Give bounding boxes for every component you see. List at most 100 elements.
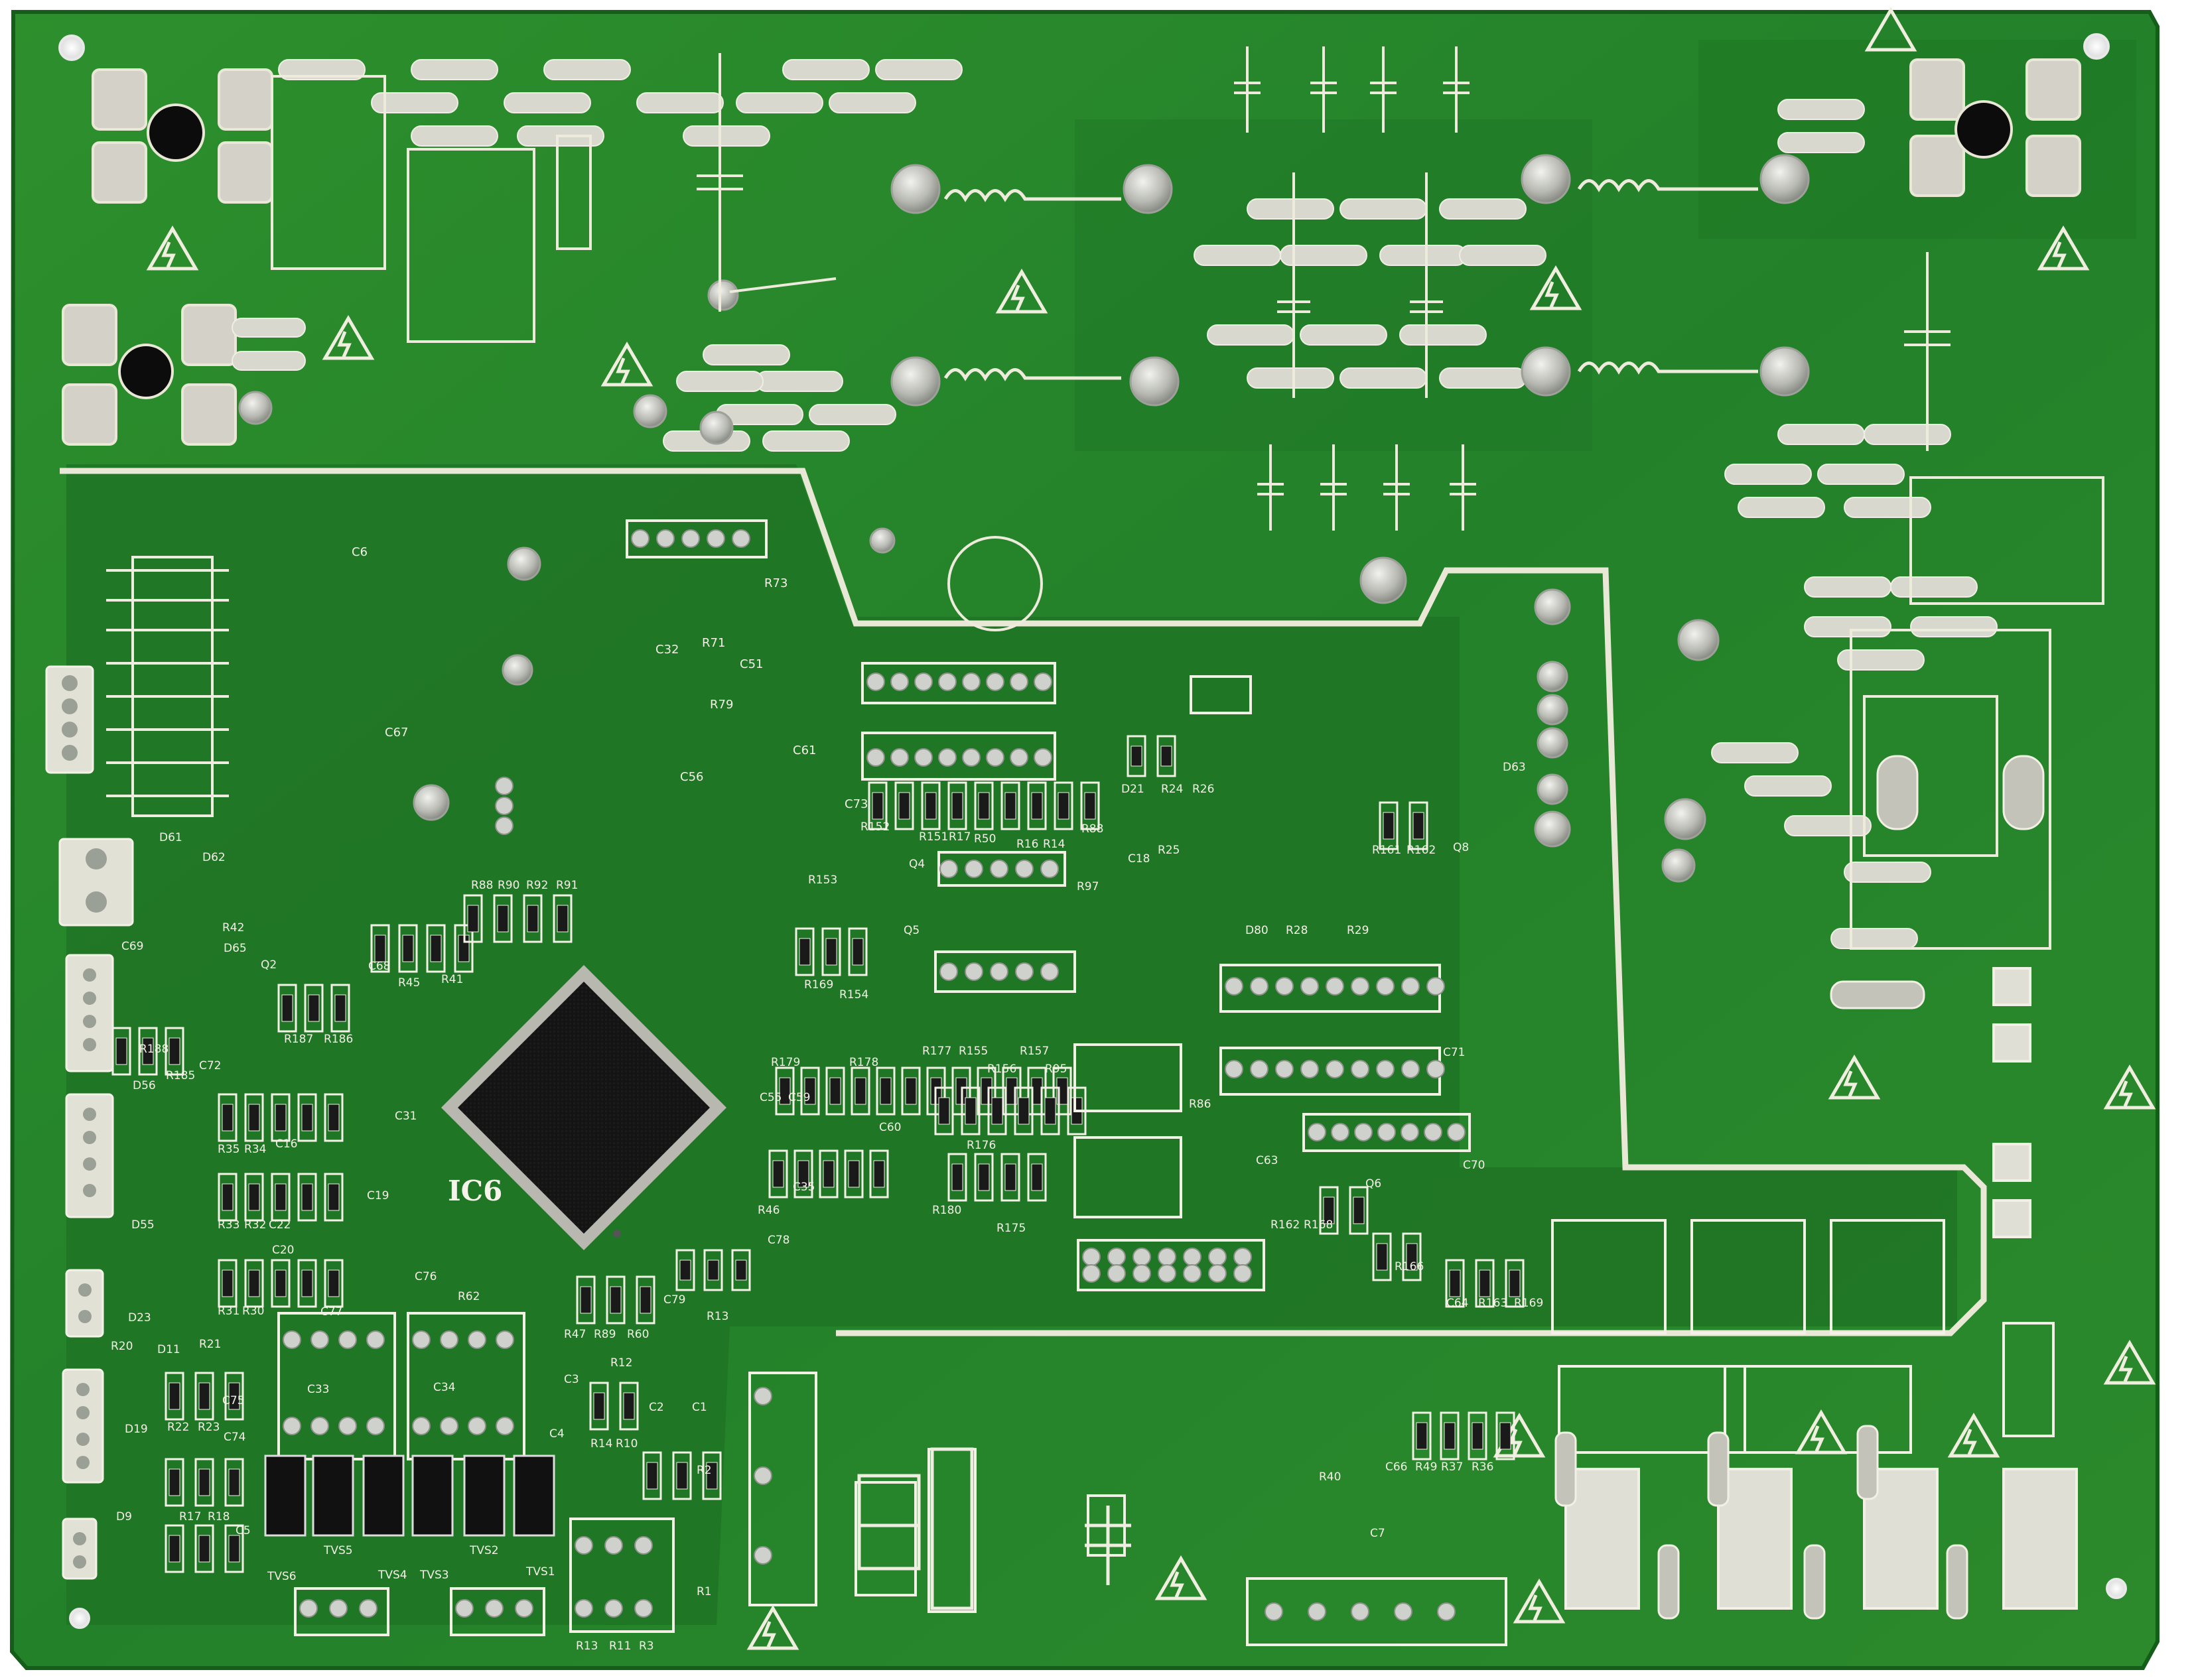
- silk-c35: C35: [793, 1181, 815, 1194]
- silk-c7: C7: [1370, 1527, 1385, 1540]
- smd-resistor: [974, 1153, 994, 1202]
- axial-components: [857, 1447, 1131, 1610]
- header-pin: [1233, 1264, 1252, 1283]
- silk-d80: D80: [1245, 924, 1268, 937]
- header-pin: [634, 1536, 653, 1555]
- header-pin: [310, 1330, 329, 1349]
- silk-r2: R2: [697, 1464, 712, 1477]
- smd-resistor: [703, 1249, 723, 1291]
- header-pin: [732, 529, 750, 548]
- silk-r17-b: R17: [179, 1510, 201, 1523]
- smd-resistor: [1468, 1411, 1487, 1460]
- silk-d21: D21: [1121, 783, 1144, 796]
- header-pin: [1183, 1264, 1201, 1283]
- header-pin: [1158, 1264, 1176, 1283]
- header-pin: [495, 816, 514, 835]
- header-pin: [939, 860, 958, 878]
- header-pin: [1107, 1264, 1126, 1283]
- smd-resistor: [463, 894, 483, 943]
- header-pin: [1107, 1248, 1126, 1266]
- header-pin: [1354, 1123, 1373, 1141]
- silk-c16: C16: [275, 1137, 298, 1151]
- smd-resistor: [921, 781, 941, 830]
- smd-resistor: [224, 1458, 244, 1507]
- header-pin: [754, 1546, 772, 1565]
- header-pin: [1326, 977, 1344, 996]
- smd-resistor: [194, 1524, 214, 1573]
- header-pin: [962, 673, 981, 691]
- warning-triangle-icon: [1529, 265, 1582, 310]
- silk-r153: R153: [808, 873, 837, 887]
- silk-r166: R166: [1395, 1260, 1424, 1273]
- silk-c22: C22: [269, 1218, 291, 1232]
- silk-r95: R95: [1045, 1063, 1067, 1076]
- silk-r88-b: R88: [471, 879, 493, 892]
- silk-c73: C73: [845, 797, 868, 811]
- silk-r28: R28: [1286, 924, 1308, 937]
- silk-c74: C74: [224, 1431, 246, 1444]
- silk-d11: D11: [157, 1343, 180, 1356]
- smd-resistor: [111, 1027, 131, 1076]
- smd-resistor: [271, 1093, 291, 1142]
- header-pin: [890, 748, 909, 767]
- silk-r13-b: R13: [576, 1640, 598, 1653]
- smd-resistor: [324, 1173, 344, 1222]
- smd-resistor: [768, 1149, 788, 1198]
- inductor-symbols: [943, 179, 1758, 381]
- silk-r169: R169: [804, 978, 833, 992]
- header-pin: [938, 748, 957, 767]
- header-pin: [1015, 962, 1034, 981]
- smd-resistor: [297, 1173, 317, 1222]
- silk-r33: R33: [218, 1218, 240, 1232]
- smd-resistor: [869, 1149, 889, 1198]
- smd-resistor: [426, 924, 446, 973]
- smd-resistor: [1027, 781, 1047, 830]
- silk-r188: R188: [139, 1043, 169, 1056]
- resistor-ladder: [106, 556, 229, 817]
- silk-d65: D65: [224, 942, 247, 955]
- mounting-hole-br: [2106, 1578, 2127, 1599]
- smd-resistor: [1040, 1086, 1060, 1135]
- left-connector-pins: [62, 675, 107, 1569]
- ic6-label: IC6: [448, 1175, 502, 1207]
- smd-resistor: [523, 894, 543, 943]
- silk-c34: C34: [433, 1381, 456, 1394]
- warning-triangle-icon: [1864, 7, 1917, 52]
- header-pin: [440, 1330, 458, 1349]
- smd-resistor: [606, 1275, 626, 1325]
- smd-resistor: [297, 1259, 317, 1308]
- header-pin: [1015, 860, 1034, 878]
- silk-c72: C72: [199, 1059, 222, 1072]
- silk-r34: R34: [244, 1143, 266, 1156]
- smd-resistor: [1495, 1411, 1515, 1460]
- header-pin: [1265, 1602, 1283, 1621]
- mounting-hole-tr: [2083, 33, 2110, 60]
- smd-resistor: [868, 781, 888, 830]
- header-pin: [1331, 1123, 1349, 1141]
- header-pin: [1132, 1264, 1151, 1283]
- header-pin: [1034, 673, 1052, 691]
- silk-r14-b: R14: [590, 1437, 612, 1451]
- mounting-hole-tl: [58, 34, 85, 61]
- header-pin: [1447, 1123, 1466, 1141]
- silk-c56: C56: [680, 770, 703, 784]
- warning-triangle-icon: [2103, 1065, 2156, 1110]
- round-pads: [238, 154, 1810, 883]
- header-pin: [938, 673, 957, 691]
- silk-r3: R3: [639, 1640, 654, 1653]
- smd-resistor: [1440, 1411, 1460, 1460]
- warning-triangle-icon: [1513, 1579, 1566, 1624]
- header-pin: [338, 1330, 357, 1349]
- silk-d23: D23: [128, 1311, 151, 1325]
- header-pin: [1401, 977, 1420, 996]
- silk-c3: C3: [564, 1373, 579, 1386]
- header-pin: [1437, 1602, 1456, 1621]
- header-pin: [299, 1599, 318, 1618]
- silk-r42: R42: [222, 921, 244, 935]
- smd-resistor: [851, 1066, 870, 1116]
- header-pin: [412, 1417, 431, 1435]
- header-pin: [1040, 860, 1059, 878]
- main-ic-ic6: [441, 965, 726, 1250]
- silk-tvs6: TVS6: [267, 1570, 297, 1583]
- smd-resistor: [194, 1372, 214, 1421]
